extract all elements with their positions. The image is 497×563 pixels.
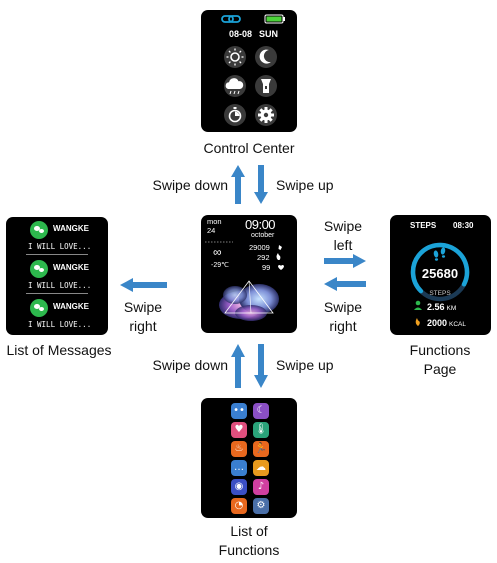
sleep-icon[interactable]: ☾ <box>253 403 269 419</box>
arrow-left-from-functions-page <box>324 277 366 291</box>
weekday-text: SUN <box>259 29 278 39</box>
footsteps-icon[interactable]: •• <box>231 403 247 419</box>
steps-progress-ring <box>410 242 470 294</box>
calories-value: 2000 <box>427 318 447 328</box>
settings-icon[interactable]: ⚙ <box>253 498 269 514</box>
message-icon[interactable]: … <box>231 460 247 476</box>
link-icon <box>221 15 241 23</box>
temperature: -29℃ <box>211 262 229 269</box>
functions-grid: •• ☾ ♥ 🌡 ♨ 🏃 … ☁ ◉ ♪ ◔ ⚙ <box>201 398 297 518</box>
calories-unit: KCAL <box>449 321 466 328</box>
footsteps-icon <box>433 247 446 261</box>
control-center-screen[interactable]: 08-08 SUN <box>201 10 297 132</box>
functions-list-screen[interactable]: •• ☾ ♥ 🌡 ♨ 🏃 … ☁ ◉ ♪ ◔ ⚙ <box>201 398 297 518</box>
fire-icon[interactable]: ♨ <box>231 441 247 457</box>
calories-count: 292 <box>257 253 270 262</box>
gesture-left: Swipe right <box>108 298 178 336</box>
gesture-right-bottom: Swipe right <box>308 298 378 336</box>
date-text: 08-08 <box>229 29 252 39</box>
message-sender: WANGKE <box>53 302 89 311</box>
heart-icon[interactable]: ♥ <box>231 422 247 438</box>
gesture-right-top-line1: Swipe <box>323 218 363 234</box>
clock-time: 09:00 <box>245 217 275 232</box>
message-sender: WANGKE <box>53 263 89 272</box>
functions-list-caption-line2: Functions <box>218 542 280 558</box>
gesture-right-top-line2: left <box>333 237 353 253</box>
messages-screen[interactable]: WANGKE I WILL LOVE... WANGKE I WILL LOVE… <box>6 217 108 335</box>
message-item[interactable]: WANGKE I WILL LOVE... <box>6 256 108 294</box>
message-item[interactable]: WANGKE I WILL LOVE... <box>6 295 108 333</box>
arrow-down-from-control-center <box>254 165 268 204</box>
messages-caption: List of Messages <box>6 342 112 358</box>
fire-icon <box>276 253 281 260</box>
message-text: I WILL LOVE... <box>28 320 92 329</box>
gesture-top-left: Swipe down <box>152 177 229 193</box>
distance-value: 2.56 <box>427 302 445 312</box>
person-icon <box>414 300 422 310</box>
steps-value: 25680 <box>422 266 458 281</box>
cosmic-cloud-illustration <box>219 280 279 321</box>
functions-list-caption: List of Functions <box>190 522 308 560</box>
weather-icon[interactable]: ☁ <box>253 460 269 476</box>
month-short: mon <box>207 217 222 226</box>
header-title: STEPS <box>410 221 437 230</box>
gesture-right-bottom-line2: right <box>329 318 357 334</box>
gesture-right-top: Swipe left <box>308 217 378 255</box>
music-note-icon[interactable]: ♪ <box>253 479 269 495</box>
gesture-left-line1: Swipe <box>123 299 163 315</box>
battery-icon <box>264 14 285 24</box>
functions-page-caption: Functions Page <box>384 341 496 379</box>
control-center-content: 08-08 SUN <box>221 14 285 126</box>
gesture-bottom-left: Swipe down <box>152 357 229 373</box>
header-time: 08:30 <box>453 221 474 230</box>
arrow-left-to-messages <box>120 278 167 292</box>
music-disc-icon[interactable]: ◉ <box>231 479 247 495</box>
steps-icon <box>278 245 282 250</box>
functions-page-caption-line1: Functions <box>409 342 471 358</box>
timer-icon[interactable]: ◔ <box>231 498 247 514</box>
month-name: october <box>251 232 275 239</box>
thermometer-icon[interactable]: 🌡 <box>253 422 269 438</box>
message-sender: WANGKE <box>53 224 89 233</box>
day-number: 24 <box>207 226 215 235</box>
distance-unit: KM <box>447 305 457 312</box>
running-icon[interactable]: 🏃 <box>253 441 269 457</box>
arrow-up-to-main <box>231 344 245 388</box>
message-divider <box>26 293 88 294</box>
steps-count: 29009 <box>249 243 270 252</box>
gesture-bottom-right: Swipe up <box>276 357 334 373</box>
infinity-symbol: ∞ <box>213 245 222 259</box>
message-item[interactable]: WANGKE I WILL LOVE... <box>6 217 108 255</box>
message-text: I WILL LOVE... <box>28 242 92 251</box>
gesture-top-right: Swipe up <box>276 177 334 193</box>
heart-icon <box>278 264 284 270</box>
main-watch-content: mon 24 09:00 october ∞ -29℃ 29009 292 99 <box>205 217 284 321</box>
functions-page-caption-line2: Page <box>423 361 457 377</box>
control-center-caption: Control Center <box>203 140 295 156</box>
arrow-down-to-functions-list <box>254 344 268 388</box>
arrow-right-to-functions-page <box>324 254 366 268</box>
heart-rate: 99 <box>262 263 270 272</box>
steps-label: STEPS <box>429 290 451 297</box>
message-divider <box>26 254 88 255</box>
message-text: I WILL LOVE... <box>28 281 92 290</box>
functions-list-caption-line1: List of <box>230 523 268 539</box>
main-watch-face[interactable]: mon 24 09:00 october ∞ -29℃ 29009 292 99 <box>201 215 297 333</box>
gesture-left-line2: right <box>129 318 157 334</box>
arrow-up-to-control-center <box>231 165 245 204</box>
fire-icon <box>415 318 420 326</box>
moon-icon[interactable] <box>255 46 277 68</box>
gesture-right-bottom-line1: Swipe <box>323 299 363 315</box>
